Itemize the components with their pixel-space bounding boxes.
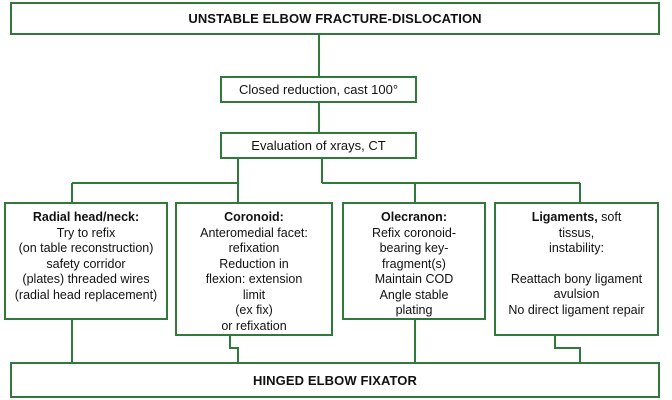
closed-reduction-text: Closed reduction, cast 100° (238, 82, 399, 97)
coronoid-heading: Coronoid: (224, 210, 284, 224)
olecranon-line-5: Angle stable (379, 287, 449, 302)
radial-head-line-1: Try to refix (56, 225, 116, 240)
radial-head-box: Radial head/neck: Try to refix (on table… (4, 202, 168, 320)
ligaments-line-4: avulsion (553, 287, 600, 301)
ligaments-line-3: Reattach bony ligament (510, 271, 643, 286)
coronoid-line-6: (ex fix) (235, 303, 273, 317)
radial-head-line-3: safety corridor (46, 256, 126, 271)
bottom-title-box: HINGED ELBOW FIXATOR (10, 362, 660, 398)
radial-head-line-2: (on table reconstruction) (18, 241, 154, 255)
coronoid-line-5: limit (242, 287, 266, 302)
top-title: UNSTABLE ELBOW FRACTURE-DISLOCATION (188, 11, 482, 26)
bottom-title: HINGED ELBOW FIXATOR (252, 372, 418, 388)
top-title-box: UNSTABLE ELBOW FRACTURE-DISLOCATION (10, 2, 660, 35)
ligaments-heading-rest: soft (597, 210, 622, 224)
olecranon-line-1: Refix coronoid- (371, 225, 457, 240)
coronoid-line-3: Reduction in (219, 256, 289, 271)
coronoid-line-4: flexion: extension (205, 272, 303, 286)
coronoid-box: Coronoid: Anteromedial facet: refixation… (175, 202, 333, 336)
connector-coronoid-to-bottom (229, 336, 239, 362)
radial-head-heading: Radial head/neck: (32, 210, 140, 224)
olecranon-heading: Olecranon: (381, 210, 447, 224)
closed-reduction-box: Closed reduction, cast 100° (220, 76, 417, 103)
coronoid-line-1: Anteromedial facet: (200, 225, 308, 240)
radial-head-line-5: (radial head replacement) (14, 287, 158, 302)
connector-ligaments-to-bottom (554, 336, 581, 362)
ligaments-line-5: No direct ligament repair (508, 302, 645, 317)
ligaments-heading-line: Ligaments, soft (532, 210, 622, 226)
ligaments-box: Ligaments, soft tissus, instability: Rea… (494, 202, 659, 336)
evaluation-box: Evaluation of xrays, CT (220, 132, 417, 159)
olecranon-line-6: plating (395, 303, 433, 317)
olecranon-line-4: Maintain COD (374, 272, 454, 286)
coronoid-line-2: refixation (228, 241, 280, 255)
radial-head-line-4: (plates) threaded wires (22, 272, 150, 286)
olecranon-line-3: fragment(s) (382, 256, 446, 271)
evaluation-text: Evaluation of xrays, CT (251, 138, 386, 153)
ligaments-line-2: instability: (549, 241, 604, 255)
olecranon-box: Olecranon: Refix coronoid- bearing key- … (342, 202, 486, 320)
coronoid-line-7: or refixation (221, 318, 287, 333)
ligaments-line-1: tissus, (558, 225, 595, 240)
olecranon-line-2: bearing key- (379, 241, 449, 255)
ligaments-heading: Ligaments, (531, 210, 598, 224)
